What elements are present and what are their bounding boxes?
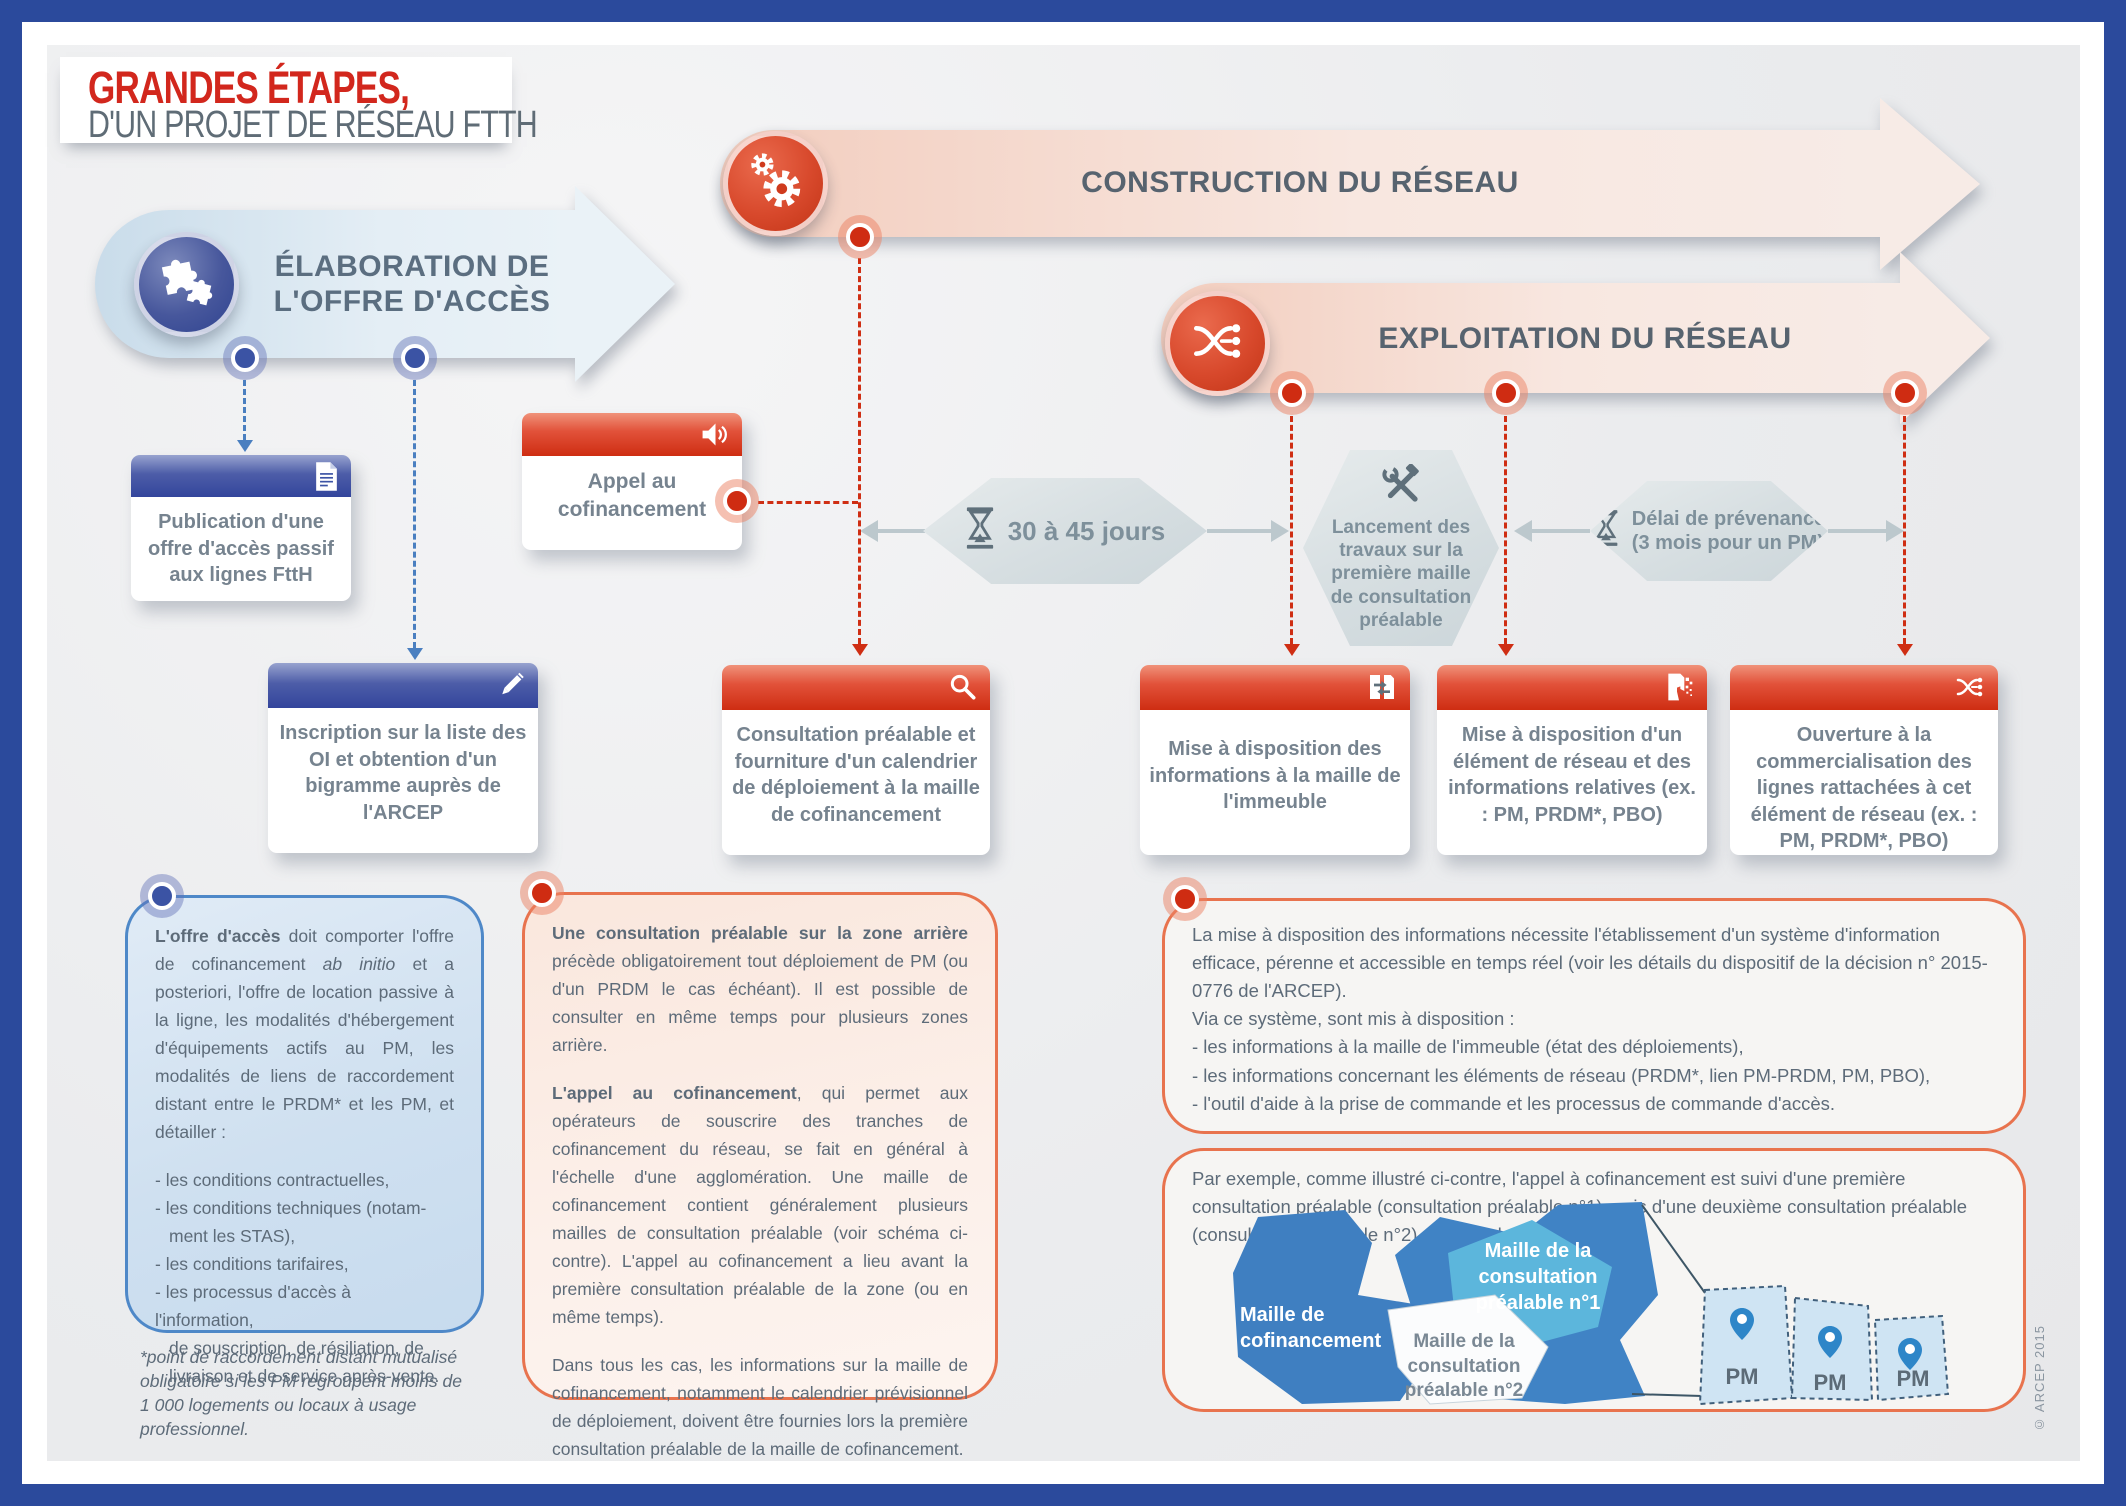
hourglass-icon	[965, 506, 995, 557]
map-pm-label: PM	[1814, 1370, 1847, 1395]
note-consultation-p1: Une consultation préalable sur la zone a…	[552, 923, 968, 1055]
connector-ouverture	[1903, 416, 1906, 644]
magnifier-icon	[947, 671, 979, 708]
note-si-item: - les informations à la maille de l'imme…	[1192, 1036, 1744, 1058]
book-exchange-icon	[1365, 671, 1399, 708]
step-ouverture: Ouverture à la commercialisation des lig…	[1730, 665, 1998, 855]
note-si-item: - l'outil d'aide à la prise de commande …	[1192, 1092, 1836, 1114]
construction-arrow	[720, 98, 1990, 270]
split-network-icon	[1953, 671, 1987, 708]
pencil-icon	[495, 669, 527, 706]
page-title: GRANDES ÉTAPES,	[88, 62, 410, 113]
step-mise-infos: Mise à disposition des informations à la…	[1140, 665, 1410, 855]
pin-construction	[838, 215, 882, 259]
map-leader-line	[1631, 1393, 1703, 1397]
duration-arrow-left-icon	[860, 520, 878, 542]
connector-publication	[243, 380, 246, 440]
document-scatter-icon	[1662, 671, 1696, 708]
map-leader-line	[1641, 1204, 1706, 1294]
duration-30-45-label: 30 à 45 jours	[1007, 515, 1166, 546]
map-poly-cofinancement	[1233, 1210, 1432, 1404]
copyright: © ARCEP 2015	[2032, 1325, 2047, 1432]
arrowhead-consultation	[852, 644, 868, 656]
pin-note-offre	[140, 874, 184, 918]
arrowhead-ouverture	[1897, 644, 1913, 656]
step-publication-label: Publication d'une offre d'accès passif a…	[148, 511, 334, 587]
delai-arrow-right-icon	[1886, 520, 1904, 542]
connector-mise-element	[1504, 416, 1507, 644]
duration-delai-label: Délai de prévenance (3 mois pour un PM)	[1631, 507, 1826, 554]
pin-mise-element	[1484, 371, 1528, 415]
pin-note-si	[1163, 877, 1207, 921]
construction-label: CONSTRUCTION DU RÉSEAU	[1081, 166, 1519, 199]
pin-mise-infos	[1270, 371, 1314, 415]
duration-arrow-right-icon	[1271, 520, 1289, 542]
pin-ouverture	[1883, 371, 1927, 415]
pin-note-consultation	[520, 871, 564, 915]
map-poly-cp2	[1387, 1294, 1549, 1405]
note-offre-text: L'offre d'accès doit comporter l'offre d…	[155, 926, 454, 1142]
delai-arrow-left-icon	[1514, 520, 1532, 542]
step-ouverture-label: Ouverture à la commercialisation des lig…	[1750, 724, 1978, 853]
construction-circle	[723, 131, 828, 236]
footnote-prdm: *point de raccordement distant mutualisé…	[140, 1347, 462, 1440]
note-si-p1: La mise à disposition des informations n…	[1192, 924, 1988, 1002]
note-systeme-information: La mise à disposition des informations n…	[1162, 898, 2026, 1134]
split-network-icon	[1189, 312, 1247, 375]
delai-line-right	[1828, 529, 1886, 533]
pin-publication	[223, 336, 267, 380]
step-inscription-label: Inscription sur la liste des OI et obten…	[279, 722, 527, 824]
tools-icon	[1380, 463, 1422, 512]
exploitation-circle	[1165, 291, 1270, 396]
milestone-lancement-label: Lancement des travaux sur la première ma…	[1330, 517, 1472, 631]
map-label-cp1: Maille de la consultation préalable n°1	[1475, 1240, 1601, 1314]
map-label-cp2: Maille de la consultation préalable n°2	[1404, 1331, 1524, 1402]
note-si-p2: Via ce système, sont mis à disposition :	[1192, 1008, 1515, 1030]
note-offre-acces: L'offre d'accès doit comporter l'offre d…	[125, 895, 484, 1386]
step-mise-element-label: Mise à disposition d'un élément de résea…	[1448, 724, 1696, 826]
elaboration-circle	[134, 232, 239, 337]
step-mise-infos-label: Mise à disposition des informations à la…	[1149, 738, 1401, 814]
step-consultation: Consultation préalable et fourniture d'u…	[722, 665, 990, 855]
speaker-icon	[700, 419, 731, 455]
location-pin-icon	[1730, 1308, 1922, 1370]
note-consultation-prealable: Une consultation préalable sur la zone a…	[522, 892, 998, 1459]
arrowhead-mise-infos	[1284, 644, 1300, 656]
milestone-lancement: Lancement des travaux sur la première ma…	[1303, 450, 1499, 646]
step-inscription: Inscription sur la liste des OI et obten…	[268, 663, 538, 853]
gears-icon	[745, 150, 807, 217]
exploitation-label: EXPLOITATION DU RÉSEAU	[1378, 322, 1792, 355]
pin-appel	[715, 479, 759, 523]
page-subtitle: D'UN PROJET DE RÉSEAU FTTH	[88, 104, 538, 146]
step-consultation-label: Consultation préalable et fourniture d'u…	[732, 724, 980, 826]
step-appel-label: Appel au cofinancement	[557, 470, 707, 521]
step-mise-element: Mise à disposition d'un élément de résea…	[1437, 665, 1707, 855]
elaboration-label: ÉLABORATION DE L'OFFRE D'ACCÈS	[273, 250, 551, 318]
map-label-cofinancement: Maille de cofinancement	[1240, 1304, 1382, 1352]
arrowhead-mise-element	[1498, 644, 1514, 656]
title-card	[60, 57, 512, 143]
connector-appel	[758, 501, 858, 504]
connector-consultation	[858, 258, 861, 644]
arrowhead-publication	[237, 440, 253, 452]
delai-line-left	[1532, 529, 1590, 533]
step-appel: Appel au cofinancement	[522, 413, 742, 550]
duration-line-right	[1207, 529, 1271, 533]
document-icon	[313, 461, 340, 497]
duration-delai: Délai de prévenance (3 mois pour un PM)	[1590, 481, 1828, 581]
duration-30-45: 30 à 45 jours	[923, 478, 1207, 584]
duration-line-left	[878, 529, 925, 533]
map-pm-label: PM	[1897, 1366, 1930, 1391]
arrowhead-inscription	[407, 648, 423, 660]
note-consultation-p2: L'appel au cofinancement, qui permet aux…	[552, 1083, 968, 1327]
step-publication: Publication d'une offre d'accès passif a…	[131, 455, 351, 601]
pin-inscription	[393, 336, 437, 380]
connector-mise-infos	[1290, 416, 1293, 644]
maille-map: PM PM PM	[1233, 1202, 1950, 1406]
connector-inscription	[413, 380, 416, 648]
note-consultation-p3: Dans tous les cas, les informations sur …	[552, 1355, 968, 1459]
map-pm-label: PM	[1726, 1364, 1759, 1389]
note-si-item: - les informations concernant les élémen…	[1192, 1064, 1931, 1086]
puzzle-icon	[157, 252, 217, 317]
